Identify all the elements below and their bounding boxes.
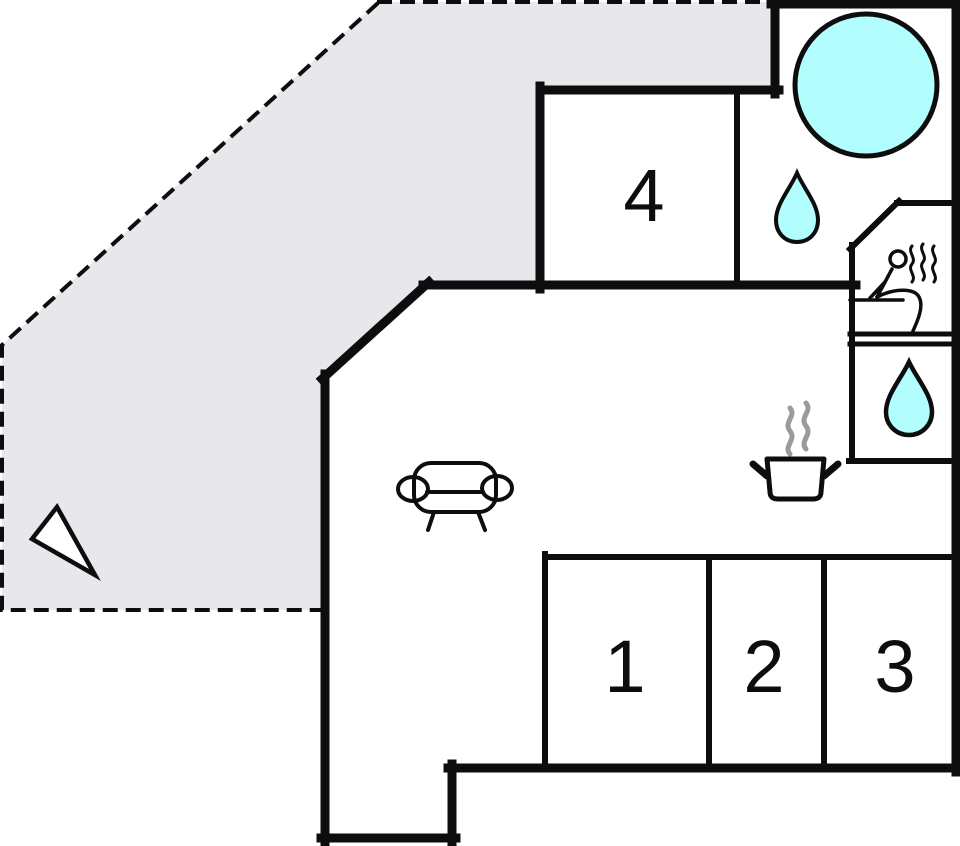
hot-tub-icon	[792, 11, 940, 159]
terrace-dashed-border	[0, 0, 777, 612]
room-3-label: 3	[874, 625, 915, 708]
sauna-icon	[848, 242, 937, 333]
interior-walls	[542, 87, 959, 771]
steam-line	[785, 405, 795, 457]
exterior-walls	[315, 0, 960, 846]
steam-line	[801, 400, 811, 452]
sofa-icon	[396, 461, 514, 532]
room-4-label: 4	[623, 154, 664, 237]
room-1-label: 1	[604, 625, 645, 708]
water-drop-icon	[883, 356, 935, 438]
terrace-fill	[2, 2, 777, 610]
cooking-pot-icon	[749, 400, 842, 502]
terrace-area	[0, 0, 777, 612]
room-2-label: 2	[743, 625, 784, 708]
water-drop-icon	[773, 168, 821, 245]
north-arrow-icon	[28, 502, 101, 581]
